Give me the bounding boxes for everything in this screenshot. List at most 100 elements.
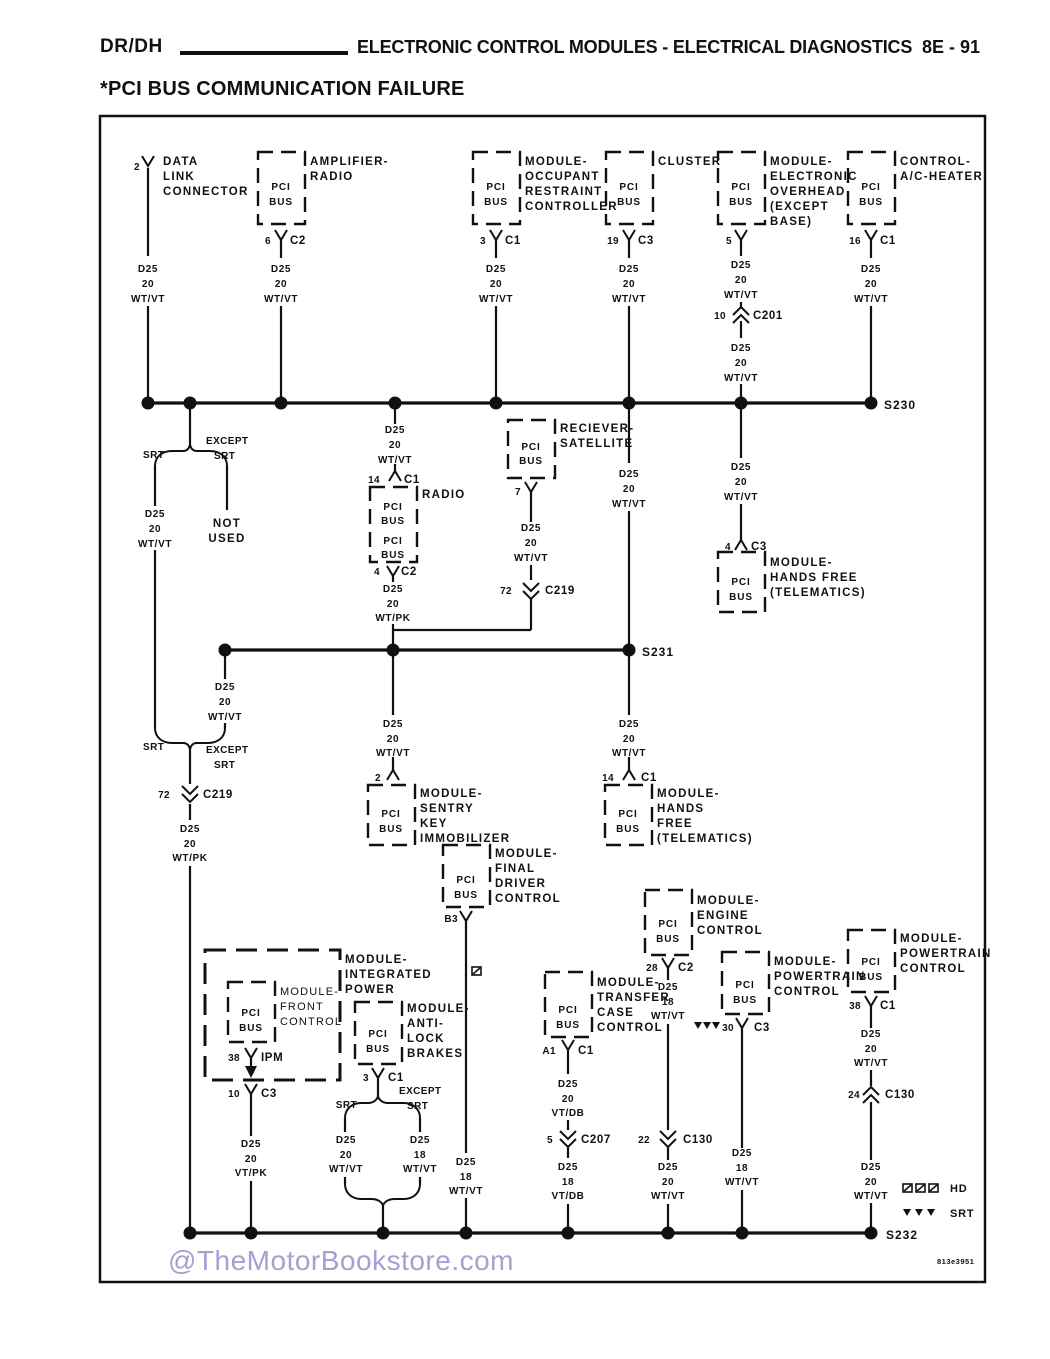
module-integrated-power-label: INTEGRATED — [345, 969, 432, 981]
module-final-driver-control-label: CONTROL — [495, 893, 561, 905]
srt-branch-upper-label: SRT — [143, 450, 164, 461]
srt-branch-upper-label: EXCEPT — [206, 436, 248, 447]
module-powertrain-control-2-label: PCI — [861, 957, 880, 968]
module-integrated-power-label: MODULE- — [280, 986, 339, 998]
cluster-label: 20 — [623, 279, 635, 290]
radio-label: 14 — [368, 475, 380, 486]
diagram-number-label: 813e3951 — [937, 1257, 974, 1266]
occupant-restraint-box — [471, 150, 522, 226]
module-hands-free-telematics-2-label: WT/VT — [612, 748, 646, 759]
module-electronic-overhead-label: 20 — [735, 275, 747, 286]
sentry-key-box — [366, 783, 417, 847]
module-electronic-overhead-label: BASE) — [770, 216, 812, 228]
module-hands-free-telematics-1-label: BUS — [729, 592, 753, 603]
receiver-satellite-label: PCI — [521, 442, 540, 453]
srt-triangle-icons — [694, 1022, 935, 1216]
cluster-label: WT/VT — [612, 499, 646, 510]
module-anti-lock-brakes-label: SRT — [407, 1101, 428, 1112]
srt-merge-lower-label: C219 — [203, 789, 233, 801]
module-integrated-power-label: BUS — [239, 1023, 263, 1034]
module-anti-lock-brakes-label: WT/VT — [329, 1164, 363, 1175]
module-transfer-case-control-label: CONTROL — [597, 1022, 663, 1034]
module-hands-free-telematics-2-label: HANDS — [657, 803, 704, 815]
srt-merge-lower-label: D25 — [215, 682, 235, 693]
occupant-restraint-controller-label: BUS — [484, 197, 508, 208]
transfer-case-box — [543, 970, 594, 1039]
module-anti-lock-brakes-label: D25 — [410, 1135, 430, 1146]
module-hands-free-telematics-1-label: D25 — [731, 462, 751, 473]
control-ac-heater-label: PCI — [861, 182, 880, 193]
module-final-driver-control-label: 18 — [460, 1172, 472, 1183]
occupant-restraint-controller-label: OCCUPANT — [525, 171, 600, 183]
radio-label: 20 — [389, 440, 401, 451]
module-powertrain-control-1-label: D25 — [732, 1148, 752, 1159]
module-sentry-key-immobilizer-label: MODULE- — [420, 788, 483, 800]
diagram-border — [98, 114, 987, 1284]
radio-label: PCI — [383, 502, 402, 513]
module-engine-control-label: 22 — [638, 1135, 650, 1146]
module-final-driver-control-label: D25 — [456, 1157, 476, 1168]
occupant-restraint-controller-label: CONTROLLER — [525, 201, 618, 213]
module-powertrain-control-2-label: WT/VT — [854, 1191, 888, 1202]
module-hands-free-telematics-2-label: PCI — [618, 809, 637, 820]
module-transfer-case-control-label: D25 — [558, 1079, 578, 1090]
powertrain-2-box — [846, 928, 897, 994]
module-anti-lock-brakes-label: 18 — [414, 1150, 426, 1161]
watermark: @TheMotorBookstore.com — [168, 1245, 514, 1276]
data-link-connector-label: CONNECTOR — [163, 186, 249, 198]
receiver-satellite-label: WT/VT — [514, 553, 548, 564]
inline-connector-icon — [181, 305, 880, 1149]
srt-merge-lower-label: EXCEPT — [206, 745, 248, 756]
integrated-power-box — [203, 948, 342, 1082]
module-engine-control-label: WT/VT — [651, 1191, 685, 1202]
module-engine-control-label: WT/VT — [651, 1011, 685, 1022]
control-ac-heater-label: WT/VT — [854, 294, 888, 305]
ipm-arrow-icon — [245, 1066, 257, 1078]
srt-merge-lower-label: SRT — [143, 742, 164, 753]
cluster-box — [604, 150, 655, 226]
module-transfer-case-control-label: BUS — [556, 1020, 580, 1031]
radio-label: C1 — [404, 474, 420, 486]
amplifier-radio-label: D25 — [271, 264, 291, 275]
module-sentry-key-immobilizer-label: KEY — [420, 818, 448, 830]
module-hands-free-telematics-1-label: 20 — [735, 477, 747, 488]
header-title: ELECTRONIC CONTROL MODULES - ELECTRICAL … — [357, 37, 913, 57]
control-ac-heater-label: 16 — [849, 236, 861, 247]
module-powertrain-control-2-label: 24 — [848, 1090, 860, 1101]
data-link-connector-label: 2 — [134, 162, 140, 173]
occupant-restraint-controller-label: 3 — [480, 236, 486, 247]
module-engine-control-label: 18 — [662, 997, 674, 1008]
occupant-restraint-controller-label: C1 — [505, 235, 521, 247]
amplifier-radio-label: 20 — [275, 279, 287, 290]
data-link-connector-label: DATA — [163, 156, 198, 168]
module-powertrain-control-2-label: POWERTRAIN — [900, 948, 992, 960]
module-electronic-overhead-label: 10 — [714, 311, 726, 322]
module-integrated-power-label: 10 — [228, 1089, 240, 1100]
radio-box — [368, 485, 419, 564]
module-transfer-case-control-label: VT/DB — [552, 1108, 585, 1119]
module-final-driver-control-label: PCI — [456, 875, 475, 886]
hd-square-icons — [471, 966, 939, 1193]
module-engine-control-label: 20 — [662, 1177, 674, 1188]
srt-merge-lower-label: 20 — [184, 839, 196, 850]
radio-label: C2 — [401, 566, 417, 578]
radio-label: BUS — [381, 550, 405, 561]
module-electronic-overhead-label: C201 — [753, 310, 783, 322]
occupant-restraint-controller-label: D25 — [486, 264, 506, 275]
module-anti-lock-brakes-label: 20 — [340, 1150, 352, 1161]
module-powertrain-control-2-label: BUS — [859, 972, 883, 983]
splice-s232-label: S232 — [886, 1228, 918, 1242]
amplifier-radio-label: RADIO — [310, 171, 354, 183]
module-powertrain-control-1-label: WT/VT — [725, 1177, 759, 1188]
module-anti-lock-brakes-label: EXCEPT — [399, 1086, 441, 1097]
module-anti-lock-brakes-label: D25 — [336, 1135, 356, 1146]
data-link-connector-label: WT/VT — [131, 294, 165, 305]
module-transfer-case-control-label: TRANSFER — [597, 992, 670, 1004]
module-engine-control-label: C130 — [683, 1134, 713, 1146]
module-transfer-case-control-label: D25 — [558, 1162, 578, 1173]
hands-free-2-box — [603, 783, 654, 847]
module-integrated-power-label: 20 — [245, 1154, 257, 1165]
module-hands-free-telematics-1-label: PCI — [731, 577, 750, 588]
module-electronic-overhead-label: WT/VT — [724, 290, 758, 301]
radio-label: PCI — [383, 536, 402, 547]
